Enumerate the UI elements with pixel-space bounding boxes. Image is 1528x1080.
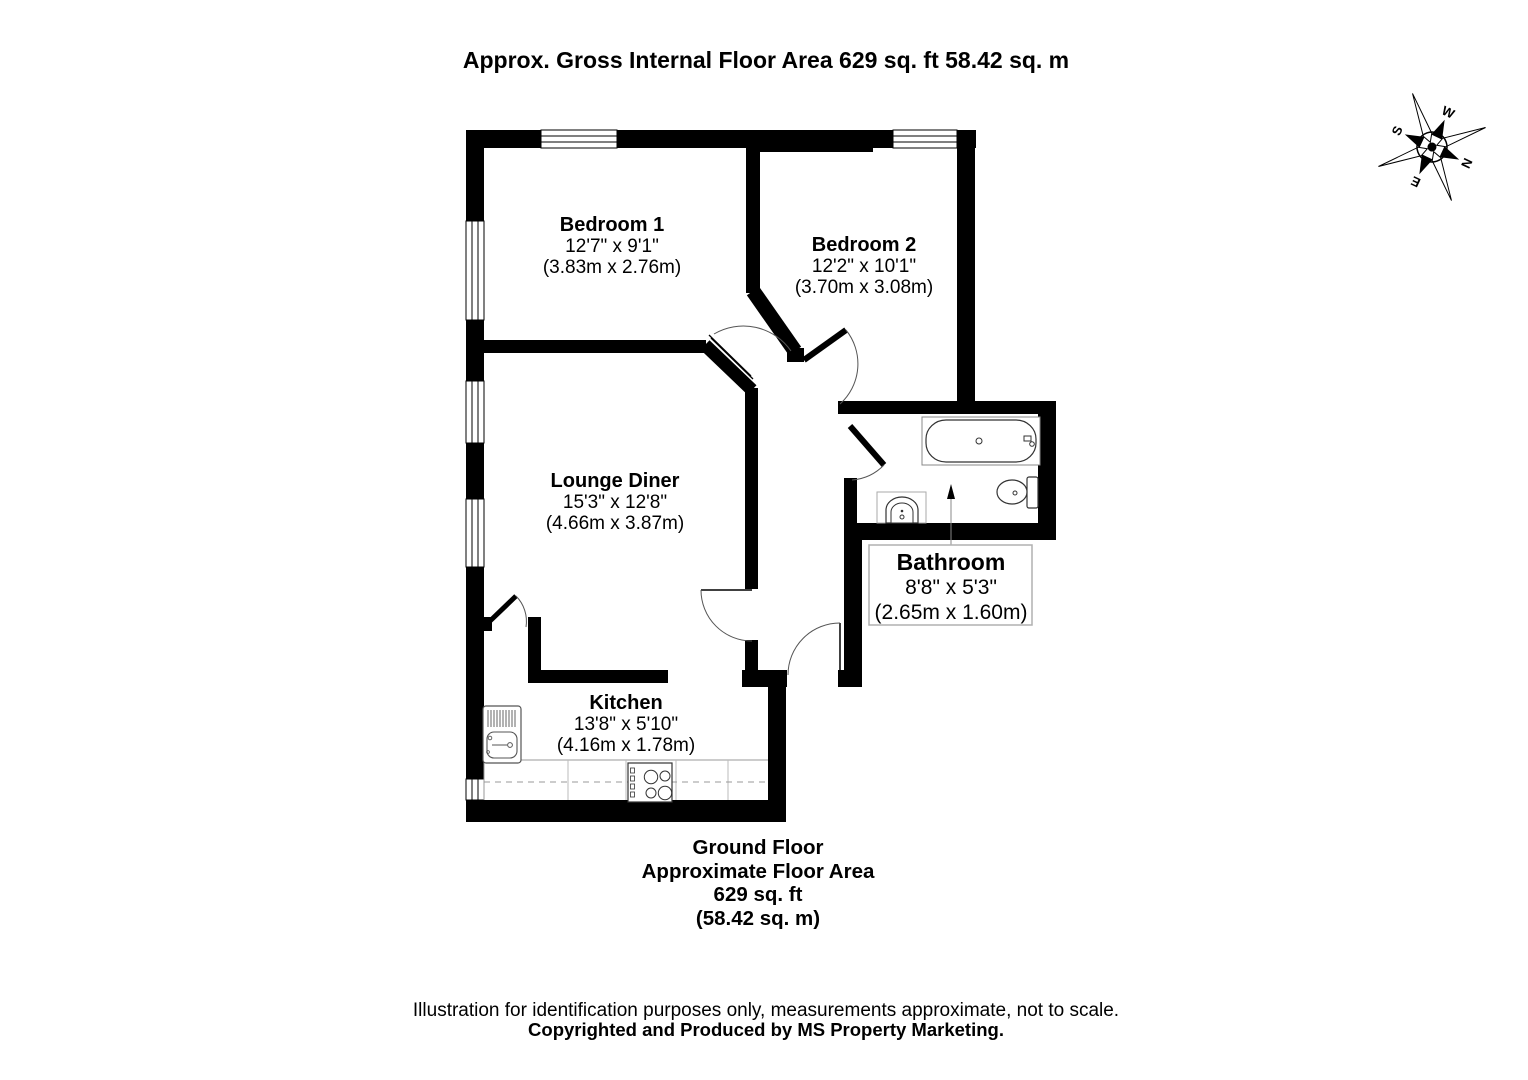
bathroom-size-ft: 8'8" x 5'3" — [905, 576, 997, 599]
compass-s: S — [1388, 123, 1405, 137]
lounge-size-ft: 15'3" x 12'8" — [562, 492, 668, 513]
walls — [466, 130, 1056, 822]
kitchen-counter — [483, 759, 768, 800]
windows — [465, 129, 958, 801]
kitchen-size-ft: 13'8" x 5'10" — [573, 714, 679, 735]
lounge-size-m: (4.66m x 3.87m) — [545, 513, 685, 534]
bedroom2-size-m: (3.70m x 3.08m) — [794, 277, 934, 298]
hob-icon — [627, 762, 673, 803]
room-label-bedroom1: Bedroom 1 12'7" x 9'1" (3.83m x 2.76m) — [542, 214, 682, 279]
bathtub-icon — [921, 416, 1041, 466]
footer-copyright: Copyrighted and Produced by MS Property … — [528, 1019, 1004, 1040]
bedroom2-size-ft: 12'2" x 10'1" — [811, 256, 917, 277]
doors — [488, 325, 887, 676]
toilet-icon — [996, 476, 1039, 509]
kitchen-sink-icon — [482, 705, 522, 764]
room-label-lounge: Lounge Diner 15'3" x 12'8" (4.66m x 3.87… — [545, 470, 685, 535]
summary-area-m: (58.42 sq. m) — [695, 906, 821, 930]
room-label-bathroom: Bathroom 8'8" x 5'3" (2.65m x 1.60m) — [875, 549, 1028, 625]
page-title: Approx. Gross Internal Floor Area 629 sq… — [462, 47, 1070, 73]
summary-area-ft: 629 sq. ft — [713, 883, 803, 906]
bathroom-door — [847, 424, 887, 481]
kitchen-door — [488, 594, 527, 628]
compass-w: W — [1440, 103, 1458, 122]
entry-door — [787, 622, 841, 676]
floor-summary: Ground Floor Approximate Floor Area 629 … — [642, 836, 875, 930]
bathroom-sink-icon — [876, 491, 927, 524]
summary-floor: Ground Floor — [692, 836, 824, 859]
bedroom1-door — [708, 325, 792, 380]
bedroom2-door — [802, 327, 859, 405]
room-label-bedroom2: Bedroom 2 12'2" x 10'1" (3.70m x 3.08m) — [794, 234, 934, 299]
kitchen-size-m: (4.16m x 1.78m) — [556, 735, 696, 756]
bedroom2-name: Bedroom 2 — [811, 234, 917, 256]
compass-icon: N E S W — [1378, 93, 1486, 201]
bedroom1-size-ft: 12'7" x 9'1" — [565, 236, 659, 257]
lounge-name: Lounge Diner — [550, 470, 680, 492]
kitchen-name: Kitchen — [589, 692, 663, 714]
summary-label: Approximate Floor Area — [641, 859, 875, 883]
bathroom-name: Bathroom — [896, 549, 1006, 575]
lounge-door — [700, 589, 753, 642]
footer-disclaimer: Illustration for identification purposes… — [412, 1000, 1120, 1021]
compass-e: E — [1408, 173, 1422, 190]
bedroom1-size-m: (3.83m x 2.76m) — [542, 257, 682, 278]
room-label-kitchen: Kitchen 13'8" x 5'10" (4.16m x 1.78m) — [556, 692, 696, 757]
bathroom-size-m: (2.65m x 1.60m) — [874, 601, 1028, 624]
bathroom-label-box — [868, 544, 1033, 626]
bathroom-label-pointer — [947, 484, 955, 545]
bedroom1-name: Bedroom 1 — [559, 214, 665, 236]
compass-n: N — [1458, 156, 1476, 171]
